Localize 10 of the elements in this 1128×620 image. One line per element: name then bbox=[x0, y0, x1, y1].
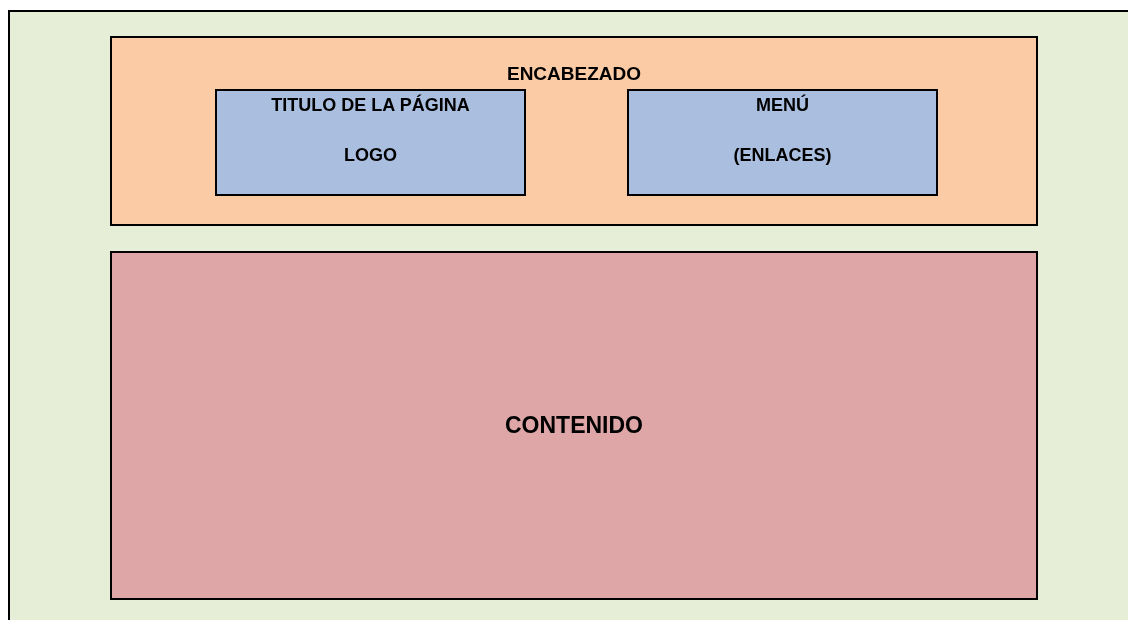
header-label: ENCABEZADO bbox=[505, 62, 643, 86]
content-section bbox=[110, 251, 1038, 600]
content-label: CONTENIDO bbox=[505, 411, 643, 441]
box-label: MENÚ bbox=[756, 93, 809, 117]
header-section bbox=[110, 36, 1038, 226]
box-label: TITULO DE LA PÁGINA bbox=[271, 93, 470, 117]
box-label: LOGO bbox=[344, 144, 397, 167]
box-label: (ENLACES) bbox=[733, 144, 832, 167]
layout-box bbox=[215, 89, 526, 196]
layout-box bbox=[627, 89, 938, 196]
